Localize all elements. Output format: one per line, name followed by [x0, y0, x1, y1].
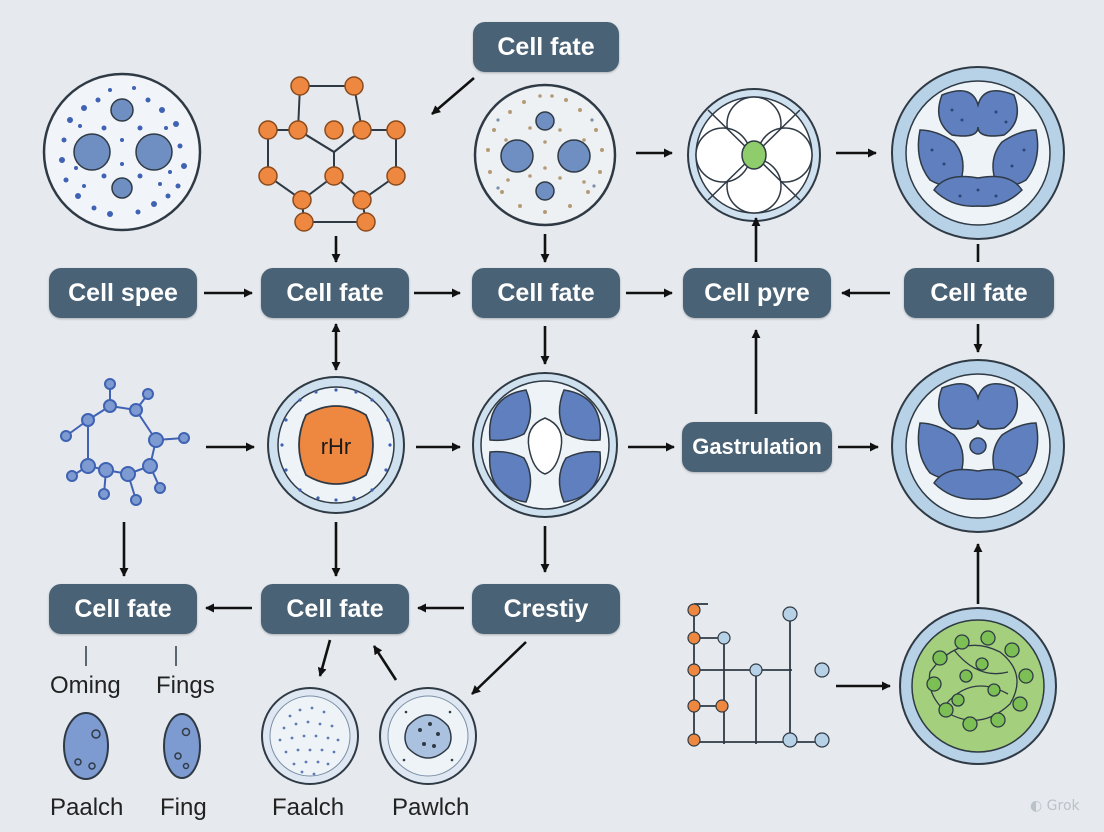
blastocyst-illustration-middle: [891, 359, 1065, 533]
molecule-network-illustration: [60, 378, 190, 506]
arrows: [119, 77, 983, 695]
quadrant-cell-illustration: [472, 372, 618, 518]
caption-pawlch: Pawlch: [392, 794, 470, 821]
oval-cell-left: [63, 712, 109, 780]
node-cell-fate-3: Cell fate: [904, 268, 1054, 318]
node-cell-fate-5: Cell fate: [261, 584, 409, 634]
watermark-text: Grok: [1046, 798, 1080, 814]
speckled-cell-illustration: [473, 83, 617, 227]
caption-faalch: Faalch: [272, 794, 345, 821]
caption-paalch: Paalch: [50, 794, 124, 821]
node-cell-spee: Cell spee: [49, 268, 197, 318]
node-cell-fate-1: Cell fate: [261, 268, 409, 318]
caption-fing: Fing: [160, 794, 207, 821]
node-cell-pyre: Cell pyre: [683, 268, 831, 318]
node-crestiy: Crestiy: [472, 584, 620, 634]
grok-logo-icon: ◐: [1030, 798, 1043, 814]
blastocyst-illustration-top: [891, 66, 1065, 240]
caption-ticks: [85, 646, 177, 666]
orange-nucleus-cell-illustration: rHr: [267, 376, 405, 514]
central-structure-cell-illustration: [379, 687, 477, 785]
node-gastrulation: Gastrulation: [682, 422, 832, 472]
node-cell-fate-4: Cell fate: [49, 584, 197, 634]
arrow-fate5-to-granular: [317, 639, 332, 677]
watermark: ◐ Grok: [1030, 798, 1080, 814]
lineage-tree-illustration: [687, 603, 830, 748]
node-top-cell-fate: Cell fate: [473, 22, 619, 72]
arrow-crestiy-to-central: [471, 641, 527, 695]
dotted-cell-illustration: [42, 72, 202, 232]
node-cell-fate-2: Cell fate: [472, 268, 620, 318]
orange-lattice-illustration: [258, 76, 406, 232]
caption-fings: Fings: [156, 672, 215, 699]
granular-cell-illustration: [261, 687, 359, 785]
four-cell-embryo-illustration: [687, 88, 821, 222]
arrow-top-to-lattice: [431, 77, 475, 115]
nucleus-label: rHr: [321, 434, 352, 459]
caption-oming: Oming: [50, 672, 121, 699]
oval-cell-right: [163, 713, 201, 779]
green-network-cell-illustration: [899, 607, 1057, 765]
arrow-central-to-fate5: [372, 645, 398, 681]
